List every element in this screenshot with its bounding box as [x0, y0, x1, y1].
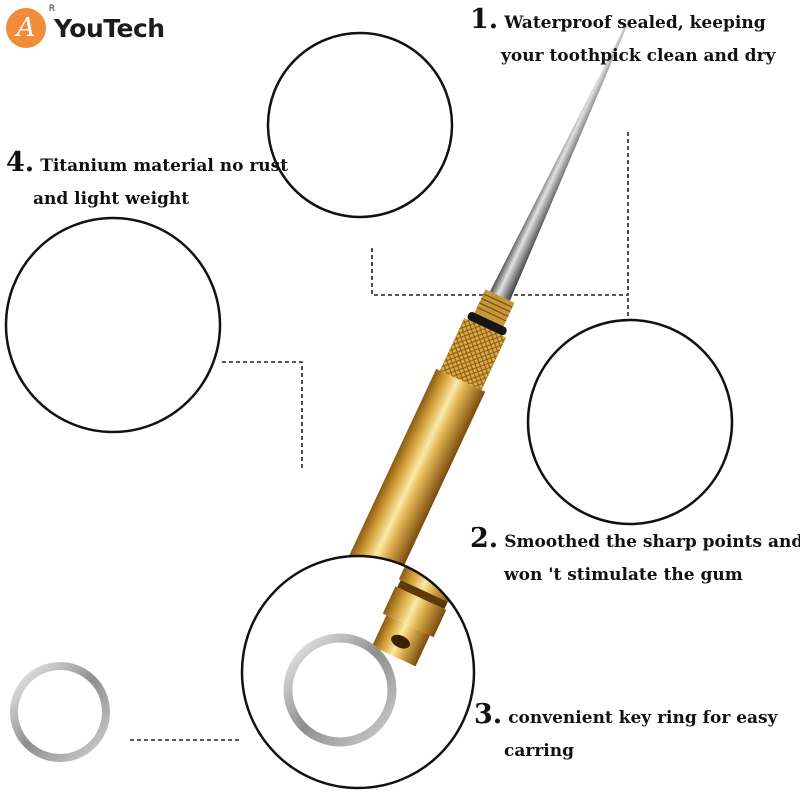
- key-ring: [10, 662, 110, 762]
- feature-2: 2.Smoothed the sharp points and won 't s…: [470, 522, 800, 592]
- feature-4-line-2: and light weight: [33, 189, 190, 209]
- feature-3-line-2: carring: [504, 741, 574, 761]
- feature-3-number: 3.: [474, 699, 503, 730]
- feature-2-line-1: Smoothed the sharp points and: [504, 532, 800, 552]
- feature-4: 4.Titanium material no rust and light we…: [6, 146, 288, 216]
- brand-logo-icon: A R: [6, 4, 55, 48]
- feature-2-number: 2.: [470, 523, 499, 554]
- feature-1-line-1: Waterproof sealed, keeping: [504, 13, 766, 33]
- feature-2-line-2: won 't stimulate the gum: [504, 565, 743, 585]
- feature-1-line-2: your toothpick clean and dry: [501, 46, 776, 66]
- feature-4-line-1: Titanium material no rust: [40, 156, 289, 176]
- brand-name: YouTech: [54, 13, 165, 43]
- feature-1: 1.Waterproof sealed, keeping your toothp…: [470, 3, 775, 73]
- feature-3-line-1: convenient key ring for easy: [508, 708, 778, 728]
- feature-4-number: 4.: [6, 147, 35, 178]
- toothpick-knurled-grip: [439, 318, 507, 391]
- zoom-circle-needle: [526, 318, 734, 526]
- toothpick-needle: [490, 23, 628, 301]
- zoom-circle-tube: [0, 216, 222, 538]
- brand-logo-letter: A: [16, 13, 36, 43]
- leader-line-4: [222, 361, 303, 468]
- toothpick-o-ring: [467, 312, 507, 336]
- brand: A R YouTech: [6, 4, 165, 48]
- zoom-circle-thread: [266, 31, 454, 219]
- feature-1-number: 1.: [470, 4, 499, 35]
- registered-mark: R: [48, 4, 55, 14]
- zoom-circle-key-ring: [240, 554, 476, 790]
- feature-3: 3.convenient key ring for easy carring: [474, 698, 777, 768]
- toothpick-thread: [474, 289, 515, 327]
